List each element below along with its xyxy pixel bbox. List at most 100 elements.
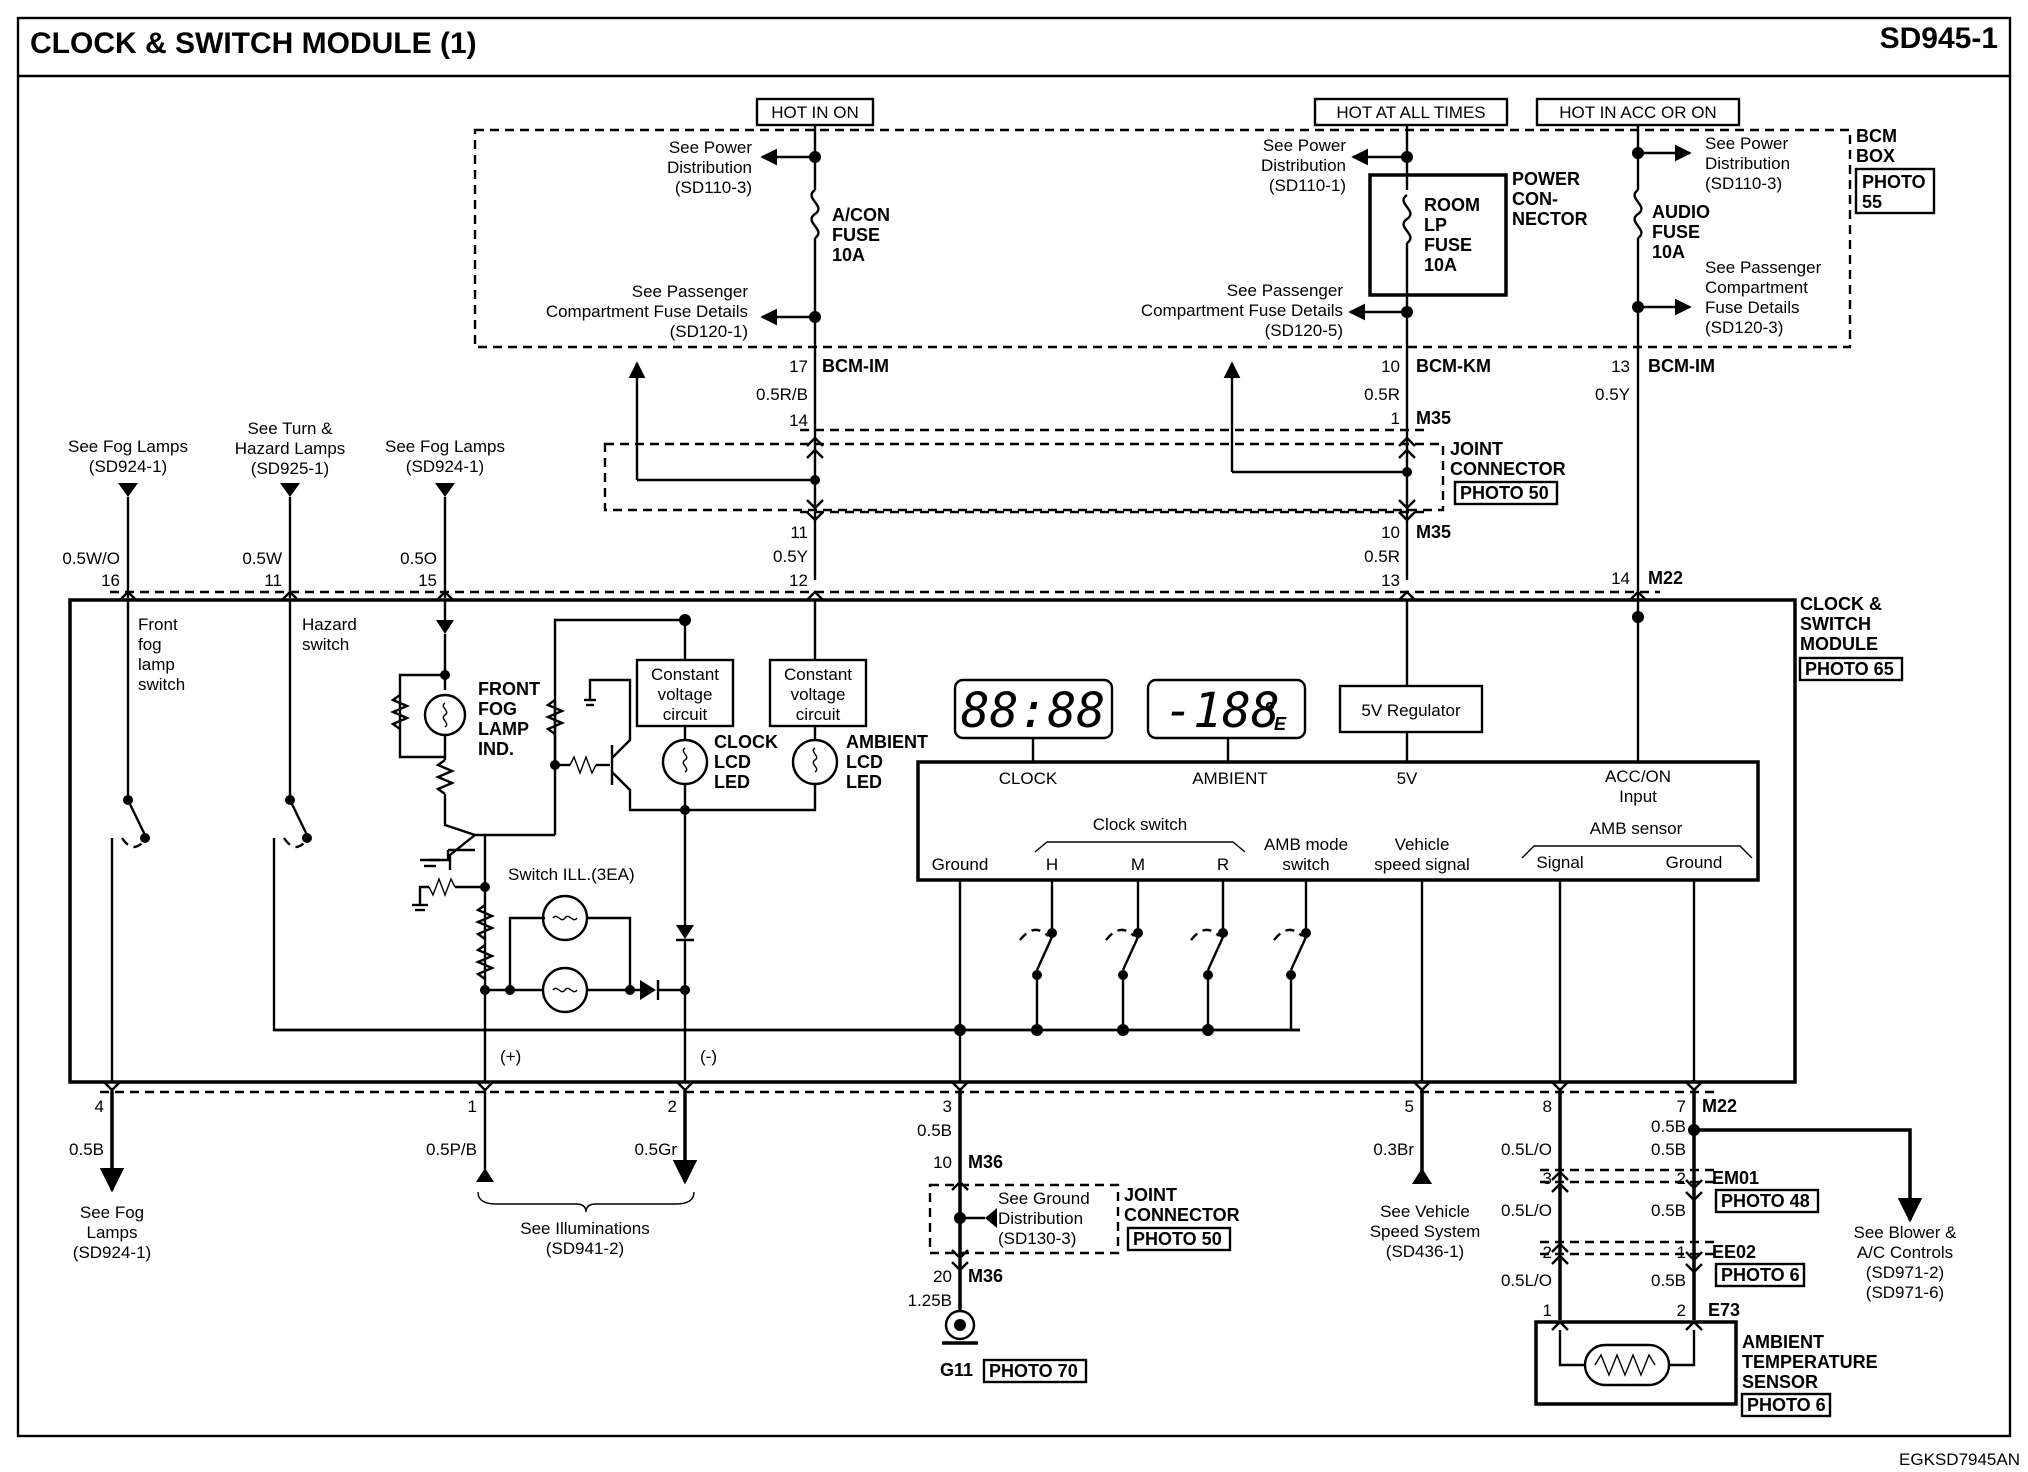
svg-text:See Passenger: See Passenger xyxy=(1705,258,1822,277)
fog-lamps-ref-top-2: See Fog Lamps (SD924-1) 0.5O 15 xyxy=(385,437,505,598)
svg-text:0.5B: 0.5B xyxy=(1651,1271,1686,1290)
svg-text:JOINT: JOINT xyxy=(1124,1185,1177,1205)
svg-text:8: 8 xyxy=(1543,1097,1552,1116)
page-code: SD945-1 xyxy=(1880,22,1998,55)
front-fog-lamp-switch: Front fog lamp switch xyxy=(110,600,185,1082)
svg-text:Compartment: Compartment xyxy=(1705,278,1808,297)
svg-text:M22: M22 xyxy=(1702,1096,1737,1116)
svg-text:CLOCK: CLOCK xyxy=(999,769,1058,788)
svg-text:Lamps: Lamps xyxy=(86,1223,137,1242)
svg-text:(SD110-3): (SD110-3) xyxy=(1705,174,1782,193)
svg-text:circuit: circuit xyxy=(663,705,708,724)
svg-text:4: 4 xyxy=(95,1097,104,1116)
room-lp-fuse-column: See Power Distribution (SD110-1) ROOM LP… xyxy=(1141,125,1588,590)
svg-text:(+): (+) xyxy=(500,1047,521,1066)
svg-text:0.5L/O: 0.5L/O xyxy=(1501,1201,1552,1220)
acon-fuse-column: See Power Distribution (SD110-3) A/CON F… xyxy=(546,125,890,590)
svg-text:AUDIO: AUDIO xyxy=(1652,202,1710,222)
front-fog-lamp-indicator: FRONT FOG LAMP IND. xyxy=(389,600,540,837)
svg-text:Speed System: Speed System xyxy=(1370,1222,1481,1241)
svg-text:Hazard Lamps: Hazard Lamps xyxy=(235,439,346,458)
svg-text:BCM-KM: BCM-KM xyxy=(1416,356,1491,376)
svg-text:POWER: POWER xyxy=(1512,169,1580,189)
svg-text:See Fog Lamps: See Fog Lamps xyxy=(68,437,188,456)
svg-text:M35: M35 xyxy=(1416,522,1451,542)
svg-text:(SD924-1): (SD924-1) xyxy=(406,457,484,476)
svg-text:SWITCH: SWITCH xyxy=(1800,614,1871,634)
svg-text:LP: LP xyxy=(1424,215,1447,235)
svg-text:11: 11 xyxy=(790,523,808,542)
svg-text:SENSOR: SENSOR xyxy=(1742,1372,1818,1392)
svg-text:M22: M22 xyxy=(1648,568,1683,588)
svg-text:See Power: See Power xyxy=(669,138,752,157)
svg-text:EM01: EM01 xyxy=(1712,1168,1759,1188)
svg-text:0.5B: 0.5B xyxy=(1651,1117,1686,1136)
ground-branch: 3 0.5B 10 M36 See Ground Distribution (S… xyxy=(908,1090,1240,1384)
svg-text:switch: switch xyxy=(1282,855,1329,874)
footer-code: EGKSD7945AN xyxy=(1899,1450,2020,1469)
svg-text:Distribution: Distribution xyxy=(998,1209,1083,1228)
svg-text:14: 14 xyxy=(789,411,808,430)
svg-text:11: 11 xyxy=(264,571,282,590)
svg-text:5V: 5V xyxy=(1397,769,1418,788)
svg-text:switch: switch xyxy=(138,675,185,694)
svg-text:FOG: FOG xyxy=(478,699,517,719)
svg-text:See Vehicle: See Vehicle xyxy=(1380,1202,1470,1221)
svg-text:(SD110-1): (SD110-1) xyxy=(1269,176,1346,195)
svg-text:3: 3 xyxy=(943,1097,952,1116)
control-unit: CLOCK AMBIENT 5V ACC/ON Input Clock swit… xyxy=(916,760,1760,882)
svg-text:5V Regulator: 5V Regulator xyxy=(1361,701,1461,720)
svg-text:See Turn &: See Turn & xyxy=(247,419,333,438)
ambient-lcd-led: Constant voltage circuit AMBIENT LCD LED xyxy=(685,600,928,812)
svg-text:Distribution: Distribution xyxy=(1705,154,1790,173)
svg-text:Front: Front xyxy=(138,615,178,634)
svg-text:A/CON: A/CON xyxy=(832,205,890,225)
svg-text:0.5R/B: 0.5R/B xyxy=(756,385,808,404)
svg-text:See Passenger: See Passenger xyxy=(1227,281,1344,300)
svg-text:TEMPERATURE: TEMPERATURE xyxy=(1742,1352,1878,1372)
svg-text:1: 1 xyxy=(1543,1301,1552,1320)
svg-text:16: 16 xyxy=(101,571,120,590)
svg-text:See Illuminations: See Illuminations xyxy=(520,1219,649,1238)
svg-text:(SD924-1): (SD924-1) xyxy=(89,457,167,476)
svg-text:lamp: lamp xyxy=(138,655,175,674)
svg-text:BCM-IM: BCM-IM xyxy=(822,356,889,376)
svg-text:FUSE: FUSE xyxy=(1652,222,1700,242)
svg-text:E73: E73 xyxy=(1708,1300,1740,1320)
5v-regulator: 5V Regulator xyxy=(1338,600,1484,762)
svg-text:Ground: Ground xyxy=(1666,853,1723,872)
svg-text:See Fog Lamps: See Fog Lamps xyxy=(385,437,505,456)
vehicle-speed-ref: 5 0.3Br See Vehicle Speed System (SD436-… xyxy=(1370,1090,1481,1261)
svg-text:Ground: Ground xyxy=(932,855,989,874)
hot-in-acc-or-on-label: HOT IN ACC OR ON xyxy=(1535,97,1741,127)
switch-illumination: Switch ILL.(3EA) (+) (-) xyxy=(412,810,717,1082)
svg-text:Input: Input xyxy=(1619,787,1657,806)
svg-text:1: 1 xyxy=(468,1097,477,1116)
audio-fuse-column: See Power Distribution (SD110-3) AUDIO F… xyxy=(1595,125,1822,600)
svg-text:See Passenger: See Passenger xyxy=(632,282,749,301)
svg-text:speed signal: speed signal xyxy=(1374,855,1469,874)
svg-text:Constant: Constant xyxy=(784,665,852,684)
svg-text:0.5R: 0.5R xyxy=(1364,547,1400,566)
svg-text:-188: -188 xyxy=(1164,683,1280,739)
audio-fuse-icon xyxy=(1633,189,1643,239)
svg-text:2: 2 xyxy=(1543,1243,1552,1262)
svg-text:H: H xyxy=(1046,855,1058,874)
svg-text:switch: switch xyxy=(302,635,349,654)
svg-text:(SD436-1): (SD436-1) xyxy=(1386,1242,1464,1261)
svg-text:0.5B: 0.5B xyxy=(1651,1140,1686,1159)
svg-text:ROOM: ROOM xyxy=(1424,195,1480,215)
page-frame xyxy=(16,16,2012,1438)
svg-text:LED: LED xyxy=(714,772,750,792)
svg-text:(SD925-1): (SD925-1) xyxy=(251,459,329,478)
svg-text:(SD924-1): (SD924-1) xyxy=(73,1243,151,1262)
svg-text:PHOTO 6: PHOTO 6 xyxy=(1721,1265,1800,1285)
svg-text:2: 2 xyxy=(668,1097,677,1116)
svg-text:55: 55 xyxy=(1862,192,1882,212)
photo-55-badge xyxy=(1854,167,1936,215)
svg-text:FUSE: FUSE xyxy=(1424,235,1472,255)
svg-text:BCM-IM: BCM-IM xyxy=(1648,356,1715,376)
svg-text:0.5R: 0.5R xyxy=(1364,385,1400,404)
svg-text:EE02: EE02 xyxy=(1712,1242,1756,1262)
